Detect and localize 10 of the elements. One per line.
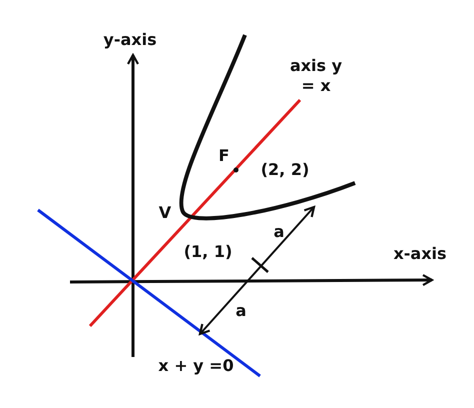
coordinate-label: (2, 2) [260,160,310,180]
point-label: F [218,146,230,166]
equation-label: x + y =0 [158,356,234,376]
axis-label: y-axis [103,30,157,50]
axis-label: x-axis [393,244,447,264]
distance-label: a [274,222,284,242]
axis-label: axis y = x [288,56,344,96]
point-label: V [158,203,172,223]
distance-label: a [236,301,246,321]
coordinate-label: (1, 1) [184,242,232,262]
